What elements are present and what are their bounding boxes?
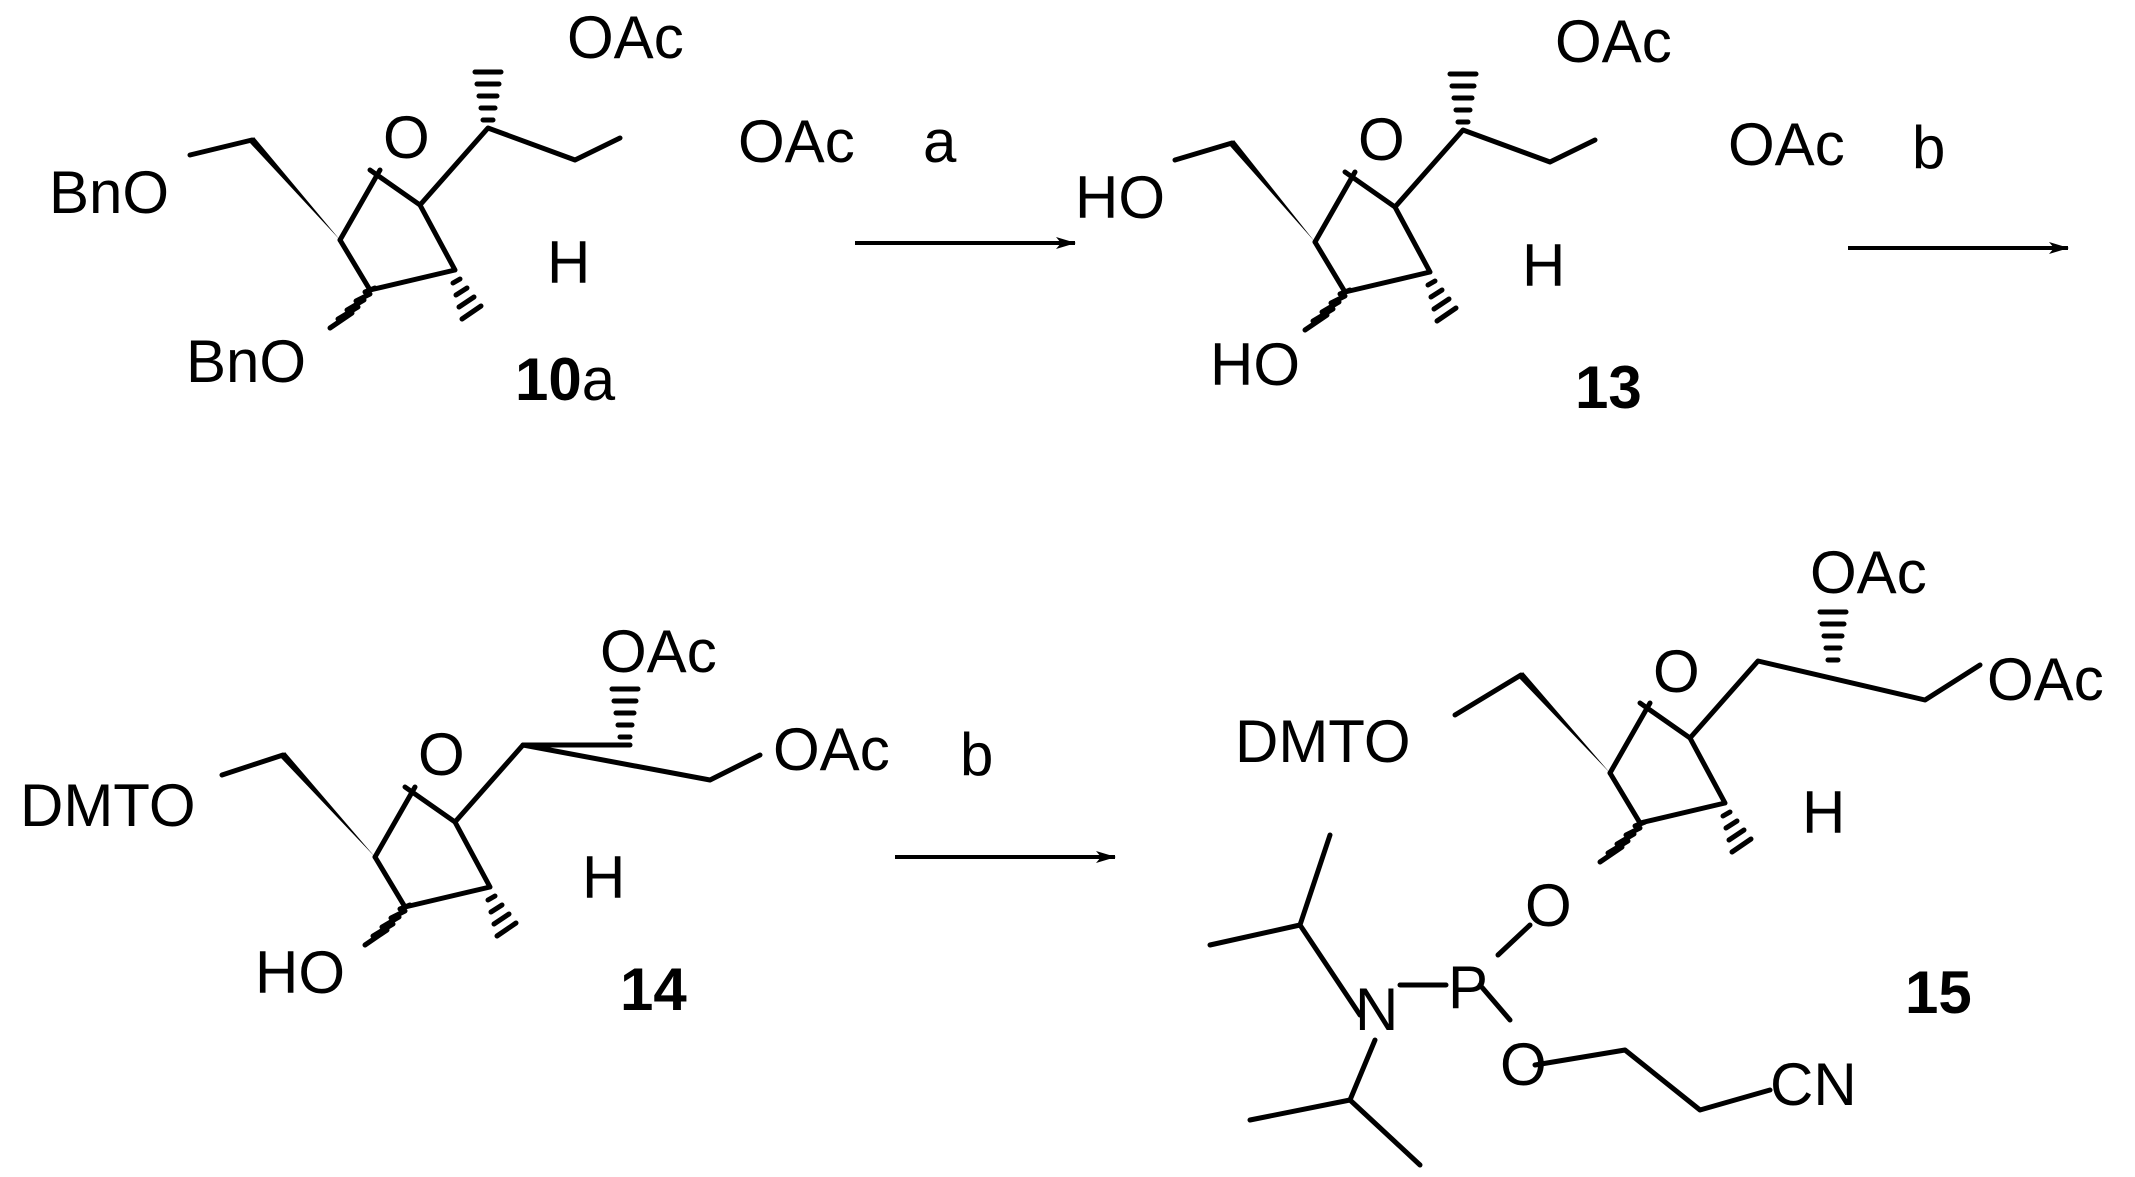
hash-bond: [1425, 278, 1459, 324]
nitrogen: N: [1355, 976, 1398, 1043]
bond: [337, 167, 458, 293]
ho-5: HO: [1075, 164, 1165, 231]
hash-bond: [1447, 71, 1479, 125]
bond: [1312, 169, 1433, 295]
oac-top: OAc: [1810, 539, 1927, 606]
bond: [1347, 1037, 1423, 1168]
bond: [372, 784, 493, 910]
phosphorus: P: [1448, 954, 1488, 1021]
compound-label-10a: 10a: [515, 346, 616, 413]
ring-oxygen: O: [1358, 106, 1405, 173]
oac-side: OAc: [738, 108, 855, 175]
hash-bond: [450, 276, 484, 322]
oac-top: OAc: [567, 4, 684, 71]
bond: [1207, 922, 1303, 948]
wedge-bond: [1230, 140, 1315, 242]
nitrile: CN: [1770, 1051, 1857, 1118]
oac-side: OAc: [1728, 111, 1845, 178]
hash-bond: [1720, 809, 1754, 855]
compound-13: O OAc OAc H HO HO 13: [1075, 8, 1845, 421]
bond: [337, 167, 383, 243]
compound-label-15: 15: [1905, 959, 1972, 1026]
oac-top: OAc: [600, 618, 717, 685]
reagent-a: a: [923, 108, 957, 175]
bond: [1607, 700, 1728, 826]
hash-bond: [1817, 609, 1849, 663]
hash-bond: [362, 902, 413, 948]
anomeric-h: H: [582, 844, 625, 911]
bond: [1312, 169, 1358, 245]
bond: [219, 752, 286, 778]
compound-label-13: 13: [1575, 354, 1642, 421]
bond: [187, 137, 255, 158]
bond: [1477, 982, 1513, 1023]
label-suffix: a: [582, 346, 616, 413]
hash-bond: [485, 893, 519, 939]
anomeric-h: H: [1522, 232, 1565, 299]
oac-side: OAc: [1987, 646, 2104, 713]
ring-oxygen: O: [383, 104, 430, 171]
bond: [1532, 1047, 1773, 1113]
hash-bond: [1302, 287, 1353, 333]
oac-side: OAc: [773, 716, 890, 783]
bond: [1172, 140, 1235, 163]
wedge-bond: [281, 752, 375, 857]
cyanoethyl-oxygen: O: [1500, 1031, 1547, 1098]
anomeric-h: H: [1802, 779, 1845, 846]
ring-oxygen: O: [1653, 638, 1700, 705]
reagent-b-1: b: [1912, 114, 1945, 181]
oac-top: OAc: [1555, 8, 1672, 75]
hash-bond: [609, 686, 641, 740]
bond: [372, 784, 418, 860]
compound-label-14: 14: [620, 956, 687, 1023]
bond: [1392, 127, 1598, 210]
compound-14: O OAc OAc H DMTO HO 14: [20, 618, 890, 1023]
hash-bond: [327, 285, 378, 331]
bond: [1687, 658, 1983, 741]
bond: [1297, 832, 1363, 1018]
hash-bond: [1597, 819, 1648, 865]
wedge-bond: [250, 137, 340, 240]
wedge-bond: [1519, 672, 1610, 773]
ho-3: HO: [255, 939, 345, 1006]
hash-bond: [472, 69, 504, 123]
compound-10a: O OAc OAc H BnO BnO 10a: [49, 4, 855, 413]
anomeric-h: H: [547, 229, 590, 296]
bond: [1495, 922, 1533, 958]
ring-oxygen: O: [418, 721, 465, 788]
bond: [1247, 1097, 1353, 1123]
bno-5: BnO: [49, 159, 169, 226]
bond: [1452, 672, 1524, 718]
label-number: 10: [515, 346, 582, 413]
dmto-5: DMTO: [1235, 708, 1411, 775]
bond: [417, 125, 623, 208]
ho-3: HO: [1210, 331, 1300, 398]
bno-3: BnO: [186, 328, 306, 395]
compound-15: O OAc OAc H DMTO O P N O CN 15: [1207, 539, 2104, 1168]
bond: [452, 742, 763, 825]
dmto-5: DMTO: [20, 772, 196, 839]
bond: [1607, 700, 1653, 776]
reagent-b-2: b: [960, 721, 993, 788]
o3-oxygen: O: [1525, 872, 1572, 939]
